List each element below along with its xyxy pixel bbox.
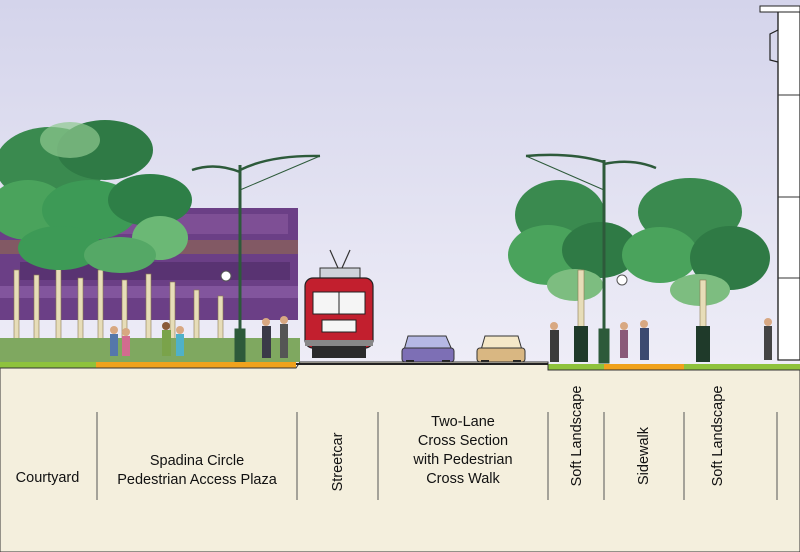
pedestrians (110, 316, 772, 362)
label-soft-landscape-right: Soft Landscape (710, 385, 726, 487)
car-tan (476, 335, 526, 365)
soft-landscape-left-strip (548, 364, 604, 370)
tree-guard-left (574, 326, 588, 362)
car-purple (401, 335, 455, 365)
label-sidewalk: Sidewalk (636, 426, 652, 486)
ground (0, 361, 800, 552)
plaza-paving-green (0, 362, 96, 368)
dimension-lines (96, 412, 778, 500)
label-two-lane-line3: with Pedestrian (413, 452, 513, 468)
label-spadina-plaza: Spadina Circle Pedestrian Access Plaza (98, 452, 296, 490)
label-two-lane-line2: Cross Section (417, 433, 509, 449)
building (759, 5, 800, 361)
label-spadina-plaza-line1: Spadina Circle (149, 453, 245, 469)
label-streetcar: Streetcar (330, 432, 346, 492)
tree-guard-right (696, 326, 710, 362)
sidewalk-strip (604, 364, 684, 370)
label-courtyard: Courtyard (15, 470, 80, 486)
label-two-lane-line1: Two-Lane (431, 414, 495, 430)
left-light-pole (191, 154, 321, 364)
plaza-paving-orange (96, 362, 296, 368)
label-two-lane: Two-Lane Cross Section with Pedestrian C… (380, 413, 546, 489)
right-tree-canopy (508, 178, 770, 306)
left-tree-canopy (0, 120, 192, 273)
plaza-lawn (0, 338, 300, 362)
soft-landscape-right-strip (684, 364, 800, 370)
streetcar (304, 249, 374, 358)
right-light-pole (525, 153, 657, 364)
label-soft-landscape-left: Soft Landscape (569, 385, 585, 487)
label-spadina-plaza-line2: Pedestrian Access Plaza (117, 472, 277, 488)
label-two-lane-line4: Cross Walk (426, 471, 500, 487)
